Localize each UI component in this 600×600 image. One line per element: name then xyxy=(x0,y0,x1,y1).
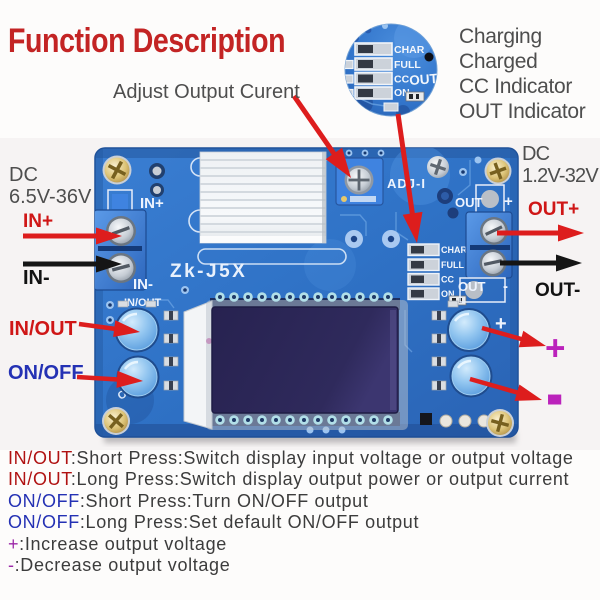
in-plus-label: IN+ xyxy=(23,211,54,232)
dc-output-range-label: DC 1.2V-32V xyxy=(522,143,599,187)
callout-out-label: OUT xyxy=(409,71,439,88)
dc-input-range-label: DC 6.5V-36V xyxy=(9,164,91,208)
dc-output-line1: DC xyxy=(522,143,550,165)
legend-out-indicator: OUT Indicator xyxy=(459,100,586,123)
instruction-key: IN/OUT xyxy=(8,469,71,490)
silk-in-minus: IN- xyxy=(133,276,153,293)
dc-input-line1: DC xyxy=(9,164,38,186)
instruction-line: IN/OUT:Long Press:Switch display output … xyxy=(8,469,574,490)
instruction-list: IN/OUT:Short Press:Switch display input … xyxy=(8,448,574,576)
silk-out-bottom: OUT xyxy=(458,279,486,294)
dc-output-line2: 1.2V-32V xyxy=(522,164,599,187)
smd-chip xyxy=(420,413,432,425)
pcb-board: ADJ-I CHAR FULL CC ON xyxy=(94,147,519,438)
silk-in-plus: IN+ xyxy=(140,195,164,212)
page-title: Function Description xyxy=(8,22,286,60)
instruction-key: + xyxy=(8,533,20,554)
lcd-display xyxy=(183,298,408,430)
button-increase xyxy=(447,308,491,352)
out-minus-label: OUT- xyxy=(535,280,581,301)
silk-out-top: OUT xyxy=(455,195,483,210)
arrow-btn-on-off xyxy=(76,370,143,388)
lcd-pins xyxy=(215,292,491,428)
button-decrease xyxy=(449,354,493,398)
arrow-btn-minus xyxy=(469,376,542,401)
instruction-key: - xyxy=(8,555,15,576)
instruction-line: -:Decrease output voltage xyxy=(8,555,574,576)
on-off-button-label: ON/OFF xyxy=(8,362,84,384)
led-legend: Charging Charged CC Indicator OUT Indica… xyxy=(459,24,586,124)
instruction-line: ON/OFF:Long Press:Set default ON/OFF out… xyxy=(8,512,574,533)
dc-input-line2: 6.5V-36V xyxy=(9,186,92,208)
board-led-label-on: ON xyxy=(441,289,455,299)
callout-leds xyxy=(345,42,393,100)
instruction-key: IN/OUT xyxy=(8,448,71,468)
mounting-screws xyxy=(102,155,514,437)
in-out-button-label: IN/OUT xyxy=(9,318,77,340)
instruction-key: ON/OFF xyxy=(8,512,80,533)
board-led-label-char: CHAR xyxy=(441,245,467,255)
silk-model: Zk-J5X xyxy=(170,261,247,282)
legend-charging: Charging xyxy=(459,25,542,48)
arrow-callout-led xyxy=(395,113,423,243)
instruction-key: ON/OFF xyxy=(8,490,80,511)
pcb-pads xyxy=(106,149,482,434)
silk-out-top-sign: + xyxy=(504,193,513,210)
arrow-out-plus xyxy=(497,224,584,242)
minus-button-label: - xyxy=(546,347,564,440)
arrow-btn-in-out xyxy=(78,320,140,337)
board-led-label-full: FULL xyxy=(441,260,464,270)
callout-led-label-char: CHAR xyxy=(394,44,425,56)
heatsink xyxy=(188,151,327,244)
board-led-label-cc: CC xyxy=(441,275,454,285)
instruction-text: :Long Press:Set default ON/OFF output xyxy=(79,512,420,533)
adjust-output-label: Adjust Output Curent xyxy=(113,81,300,103)
instruction-text: :Long Press:Switch display output power … xyxy=(70,469,570,490)
legend-charged: Charged xyxy=(459,50,538,73)
arrow-btn-plus xyxy=(481,325,546,348)
in-minus-label: IN- xyxy=(23,267,50,289)
led-zoom-callout: CHAR FULL CC ON OUT xyxy=(344,23,439,117)
trimpot xyxy=(335,157,384,206)
instruction-text: :Short Press:Switch display input voltag… xyxy=(70,448,574,468)
instruction-text: :Short Press:Turn ON/OFF output xyxy=(79,490,369,511)
input-terminal xyxy=(95,189,147,291)
button-on-off xyxy=(116,355,160,399)
silk-btn-plus: + xyxy=(495,313,507,335)
instruction-text: :Increase output voltage xyxy=(19,533,227,554)
silk-outline xyxy=(197,248,347,265)
silk-out-bottom-sign: - xyxy=(503,278,508,295)
arrow-out-minus xyxy=(500,254,582,272)
arrow-in-plus xyxy=(23,227,122,245)
annotation-arrows xyxy=(23,94,584,401)
out-plus-label: OUT+ xyxy=(528,199,580,220)
smd-bands xyxy=(169,311,441,390)
arrow-adjust xyxy=(291,94,351,178)
plus-button-label: + xyxy=(545,329,566,368)
instruction-line: ON/OFF:Short Press:Turn ON/OFF output xyxy=(8,491,574,512)
instruction-line: +:Increase output voltage xyxy=(8,534,574,555)
instruction-text: :Decrease output voltage xyxy=(14,555,231,576)
button-in-out xyxy=(114,307,160,353)
callout-led-label-full: FULL xyxy=(394,59,421,71)
led-block: CHAR FULL CC ON xyxy=(407,243,467,306)
legend-cc-indicator: CC Indicator xyxy=(459,75,573,98)
instruction-line: IN/OUT:Short Press:Switch display input … xyxy=(8,448,574,469)
arrow-in-minus xyxy=(23,255,122,273)
callout-led-label-cc: CC xyxy=(394,74,410,86)
